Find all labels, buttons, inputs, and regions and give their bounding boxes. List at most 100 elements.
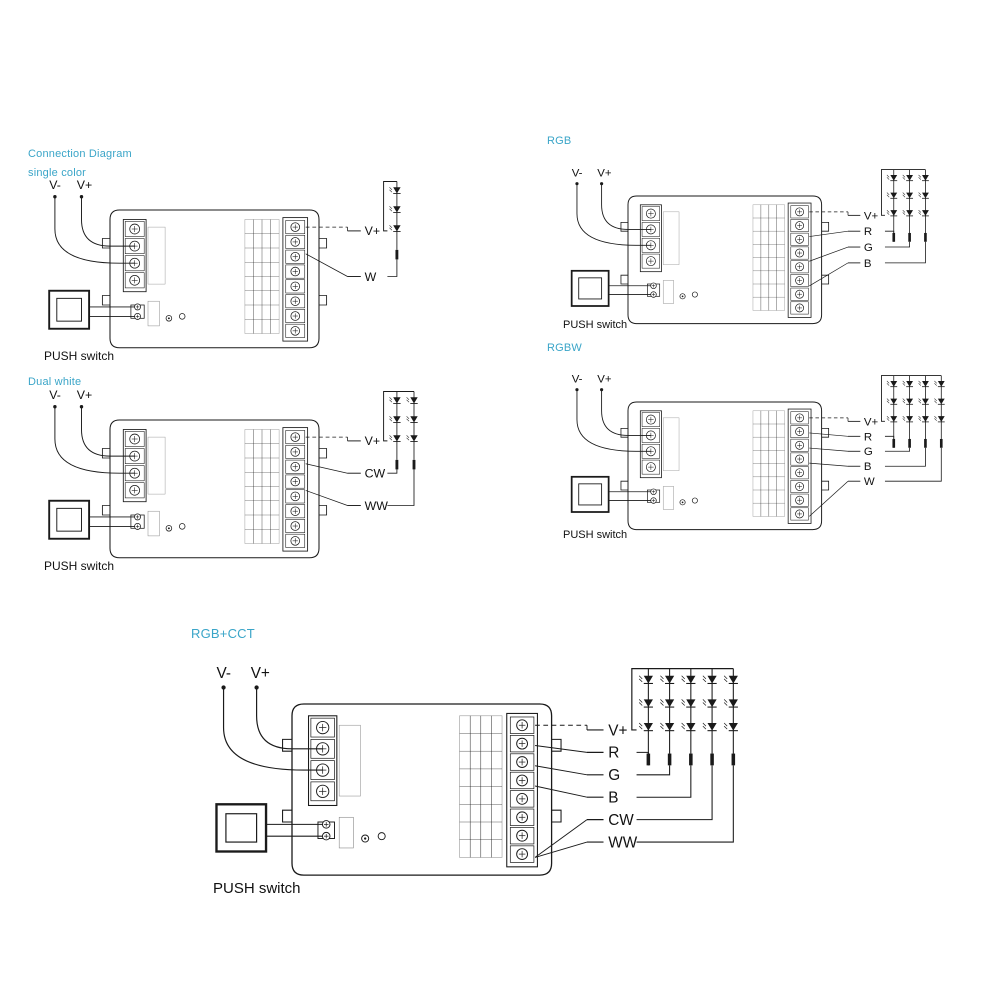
led-ray (918, 212, 922, 215)
output-terminal-cell (285, 249, 306, 264)
input-terminal-cell (310, 781, 335, 802)
panel-title-dual-white: Dual white (28, 376, 82, 388)
led-ray (702, 725, 707, 730)
output-terminal-cell (285, 279, 306, 294)
led-ray (638, 702, 643, 706)
led-indicator-icon (361, 834, 370, 843)
led-resistor (908, 232, 911, 242)
output-label-G: G (608, 767, 620, 784)
push-switch-icon (215, 803, 268, 853)
led-return-3 (636, 765, 713, 821)
wire-negative (54, 196, 135, 264)
led-indicator-dot (167, 317, 170, 320)
wire-positive (81, 406, 135, 457)
led-resistor (395, 249, 399, 260)
panel-title-single-color: single color (28, 167, 87, 179)
led-ray (902, 383, 906, 386)
power-label-positive: V+ (597, 374, 612, 386)
terminal-dot (575, 388, 579, 392)
output-terminal-cell (790, 452, 809, 466)
output-label-V+: V+ (365, 224, 380, 238)
dimming-label-box (662, 486, 674, 510)
led-indicator-dot (167, 527, 170, 530)
led-ray (918, 400, 922, 404)
led-return-4 (636, 765, 734, 843)
output-label-B: B (864, 258, 872, 270)
output-label-G: G (864, 242, 873, 254)
output-label-W: W (365, 270, 377, 284)
led-return-0 (387, 259, 398, 277)
led-ray (886, 383, 890, 386)
power-label-positive: V+ (597, 168, 612, 180)
led-ray (406, 416, 410, 419)
led-ray (886, 174, 890, 178)
led-ray (681, 725, 685, 730)
panel-single: V-V+V+W (48, 178, 401, 349)
led-icon (922, 210, 929, 216)
led-ray (406, 437, 410, 441)
led-ray (918, 383, 922, 386)
push-switch-button (225, 813, 258, 843)
led-ray (886, 212, 890, 215)
led-icon (686, 722, 696, 731)
led-icon (393, 187, 401, 194)
push-switch-icon (570, 269, 610, 307)
terminal-dot (600, 182, 604, 186)
led-icon (890, 398, 898, 405)
led-ray (918, 174, 922, 178)
led-ray (389, 416, 393, 419)
push-switch-button (578, 277, 603, 300)
output-lead-B (809, 262, 849, 287)
dimming-label-box (147, 510, 160, 537)
led-indicator-dot (681, 295, 684, 298)
led-ray (902, 212, 906, 215)
mount-ear-right-bottom (319, 505, 328, 516)
output-label-V+: V+ (608, 722, 627, 739)
led-icon (922, 398, 929, 405)
led-indicator-icon (165, 525, 173, 532)
led-ray (918, 418, 922, 421)
led-ray (660, 702, 664, 706)
push-switch-icon (570, 475, 610, 513)
output-label-R: R (864, 431, 872, 443)
button-icon (178, 523, 186, 530)
button-icon (691, 291, 698, 298)
led-icon (890, 192, 898, 199)
output-terminal-cell (509, 790, 535, 808)
led-return-0 (884, 435, 895, 448)
output-terminal-cell (509, 827, 535, 845)
wire-positive (81, 196, 135, 247)
led-bus (880, 169, 926, 216)
push-switch-button (56, 507, 82, 532)
push-switch-label-rgb: PUSH switch (563, 319, 628, 331)
output-terminal-cell (790, 205, 809, 219)
led-icon (937, 416, 945, 422)
output-terminal-cell (790, 287, 809, 301)
led-ray (934, 383, 937, 386)
led-ray (902, 398, 906, 402)
led-ray (934, 415, 937, 419)
input-terminal-cell (641, 253, 660, 269)
led-ray (723, 678, 728, 683)
led-ray (934, 400, 937, 404)
controller-body (109, 419, 320, 559)
mount-ear-left-bottom (101, 505, 110, 516)
controller-body (627, 195, 823, 325)
led-return-1 (636, 765, 671, 776)
push-switch-button (578, 483, 603, 506)
diagram-title: Connection Diagram (28, 148, 132, 160)
output-lead-W (305, 253, 348, 277)
output-terminal-cell (285, 533, 306, 548)
output-terminal-cell (790, 480, 809, 493)
terminal-dot (53, 404, 57, 409)
mount-ear-right-bottom (821, 274, 830, 285)
output-lead-G (534, 765, 588, 776)
led-ray (702, 675, 707, 680)
led-return-2 (884, 447, 926, 467)
led-icon (906, 416, 914, 422)
output-terminal-cell (285, 309, 306, 323)
led-ray (902, 192, 906, 196)
output-terminal-cell (790, 301, 809, 315)
led-ray (389, 397, 393, 400)
